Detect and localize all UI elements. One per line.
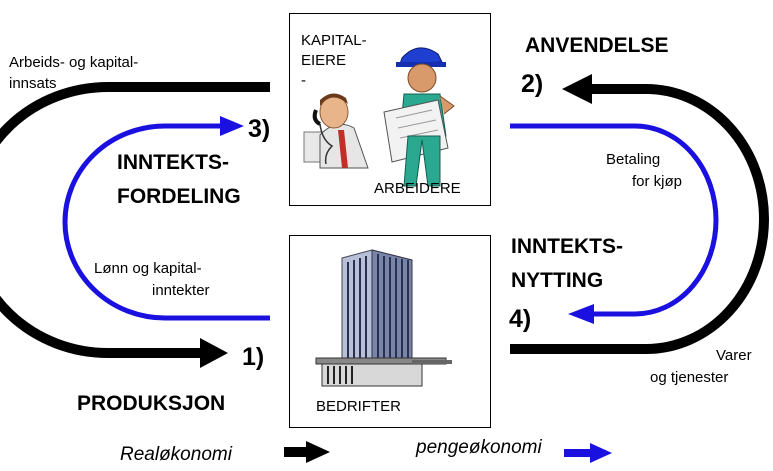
office-building-icon [315, 249, 452, 387]
worker-hardhat-icon [383, 47, 455, 187]
money-flow-left-arrowhead [220, 116, 244, 136]
step-3-number: 3) [248, 115, 271, 143]
income-distribution-line1: INNTEKTS- [117, 151, 229, 174]
payment-label-line2: for kjøp [632, 173, 683, 190]
money-flow-right-loop [510, 123, 719, 317]
legend-money-arrow [564, 443, 612, 463]
real-flow-left-arrowhead [200, 338, 228, 368]
goods-label-line1: Varer [716, 347, 752, 364]
wages-label-line1: Lønn og kapital- [94, 260, 202, 277]
companies-box: BEDRIFTER [289, 235, 491, 428]
workers-label: ARBEIDERE [374, 180, 461, 197]
owners-title-line3: - [301, 72, 306, 89]
goods-label-line2: og tjenester [650, 369, 729, 386]
businessman-phone-icon [303, 93, 369, 169]
income-use-line1: INNTEKTS- [511, 235, 623, 258]
real-flow-right-arrowhead [562, 74, 592, 104]
payment-label-line1: Betaling [606, 151, 661, 168]
legend-money-label: pengeøkonomi [416, 437, 542, 458]
step-1-number: 1) [242, 343, 265, 371]
owners-title-line1: KAPITAL- [301, 32, 367, 49]
usage-title: ANVENDELSE [525, 34, 669, 57]
money-flow-left-loop [62, 123, 270, 321]
production-title: PRODUKSJON [77, 392, 226, 415]
income-use-line2: NYTTING [511, 269, 604, 292]
real-flow-right-loop [510, 84, 769, 354]
owners-workers-box: KAPITAL- EIERE - ARBEIDERE [289, 13, 491, 206]
real-flow-left-loop [0, 82, 270, 358]
companies-label: BEDRIFTER [316, 398, 402, 415]
money-flow-right-arrowhead [568, 304, 594, 324]
input-label-line1: Arbeids- og kapital- [9, 54, 139, 71]
owners-title-line2: EIERE [301, 52, 347, 69]
step-4-number: 4) [509, 305, 532, 333]
income-distribution-line2: FORDELING [117, 185, 241, 208]
input-label-line2: innsats [9, 75, 57, 92]
wages-label-line2: inntekter [152, 282, 210, 299]
legend-real-arrow [284, 441, 330, 463]
legend-real-label: Realøkonomi [120, 444, 232, 465]
step-2-number: 2) [521, 70, 544, 98]
